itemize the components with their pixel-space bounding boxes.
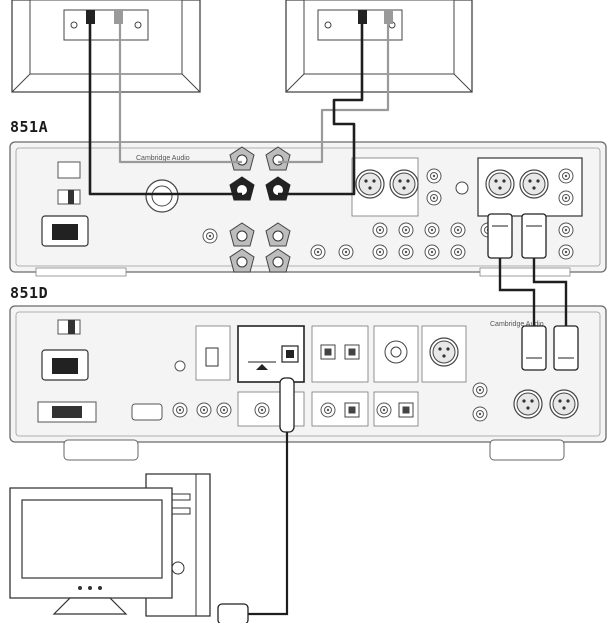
right-speaker [285,0,473,93]
xlr-connector-icon [485,169,515,199]
left-speaker [11,0,201,93]
amplifier-model-label: 851A [10,118,49,136]
optical-port-icon [320,344,336,360]
dac-rear-panel: Cambridge Audio [9,305,607,461]
computer [9,473,211,617]
right-speaker-terminal-red [384,10,393,24]
left-speaker-terminal-red [114,10,123,24]
usb-cable [217,377,295,625]
dac-brand-label: Cambridge Audio [490,321,544,328]
right-speaker-terminal-black [358,10,367,24]
left-speaker-terminal-black [86,10,95,24]
speaker-cables [88,24,390,196]
xlr-interconnect [487,213,579,371]
dac-model-label: 851D [10,284,49,302]
amp-brand-label: Cambridge Audio [136,155,190,162]
amplifier-rear-panel: Cambridge Audio [9,141,607,277]
rca-jack-icon [202,228,218,244]
